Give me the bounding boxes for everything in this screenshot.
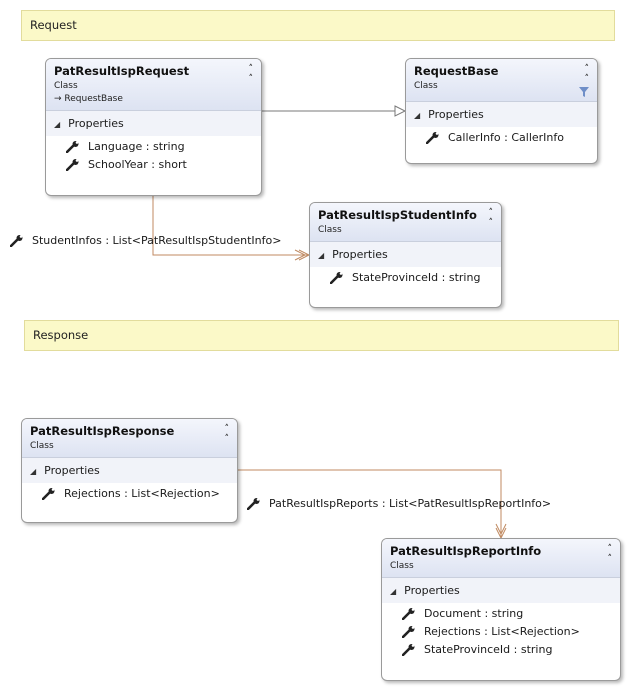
association-label-reports[interactable]: PatResultIspReports : List<PatResultIspR…	[247, 497, 551, 511]
class-name: PatResultIspRequest	[54, 64, 190, 78]
wrench-icon	[247, 498, 260, 510]
triangle-down-icon: ◢	[54, 120, 61, 129]
class-kind: Class	[414, 81, 438, 91]
properties-list: CallerInfo : CallerInfo	[406, 127, 597, 152]
class-pat-result-isp-response[interactable]: PatResultIspResponse Class ˄˄ ◢ Propertie…	[21, 418, 238, 523]
properties-list: Rejections : List<Rejection>	[22, 483, 237, 508]
property-text: SchoolYear : short	[88, 158, 187, 171]
properties-list: StateProvinceId : string	[310, 267, 501, 292]
association-text: PatResultIspReports : List<PatResultIspR…	[269, 497, 552, 510]
filter-icon[interactable]	[579, 87, 589, 97]
property-text: StateProvinceId : string	[352, 271, 481, 284]
class-header: PatResultIspResponse Class ˄˄	[22, 419, 237, 457]
inheritance-arrowhead	[394, 105, 407, 117]
wrench-icon	[42, 488, 55, 500]
section-label: Properties	[428, 108, 484, 121]
comment-request-text: Request	[30, 18, 77, 32]
triangle-down-icon: ◢	[414, 111, 421, 120]
class-base-type: → RequestBase	[54, 94, 253, 104]
properties-section-header[interactable]: ◢ Properties	[46, 110, 261, 136]
section-label: Properties	[404, 584, 460, 597]
properties-list: Language : string SchoolYear : short	[46, 136, 261, 179]
collapse-chevrons-icon[interactable]: ˄˄	[248, 64, 254, 84]
base-type-name: RequestBase	[64, 94, 123, 104]
property-row[interactable]: Language : string	[46, 138, 261, 156]
property-text: Language : string	[88, 140, 185, 153]
wrench-icon	[402, 626, 415, 638]
collapse-chevrons-icon[interactable]: ˄˄	[584, 64, 590, 84]
section-label: Properties	[332, 248, 388, 261]
comment-response[interactable]: Response	[24, 320, 619, 351]
class-header: PatResultIspReportInfo Class ˄˄	[382, 539, 620, 577]
class-kind: Class	[54, 81, 78, 91]
class-kind: Class	[30, 441, 54, 451]
association-line-student-infos	[152, 196, 309, 256]
property-row[interactable]: Document : string	[382, 605, 620, 623]
property-text: Rejections : List<Rejection>	[64, 487, 220, 500]
collapse-chevrons-icon[interactable]: ˄˄	[607, 544, 613, 564]
property-row[interactable]: StateProvinceId : string	[382, 641, 620, 659]
property-text: StateProvinceId : string	[424, 643, 553, 656]
triangle-down-icon: ◢	[390, 587, 397, 596]
class-kind: Class	[390, 561, 414, 571]
section-label: Properties	[44, 464, 100, 477]
collapse-chevrons-icon[interactable]: ˄˄	[224, 424, 230, 444]
class-header: PatResultIspStudentInfo Class ˄˄	[310, 203, 501, 241]
wrench-icon	[426, 132, 439, 144]
collapse-chevrons-icon[interactable]: ˄˄	[488, 208, 494, 228]
triangle-down-icon: ◢	[30, 467, 37, 476]
triangle-down-icon: ◢	[318, 251, 325, 260]
properties-section-header[interactable]: ◢ Properties	[382, 577, 620, 603]
comment-response-text: Response	[33, 328, 89, 342]
properties-section-header[interactable]: ◢ Properties	[406, 101, 597, 127]
association-line-reports	[238, 469, 502, 538]
association-label-student-infos[interactable]: StudentInfos : List<PatResultIspStudentI…	[10, 234, 281, 248]
wrench-icon	[66, 159, 79, 171]
property-text: Rejections : List<Rejection>	[424, 625, 580, 638]
section-label: Properties	[68, 117, 124, 130]
wrench-icon	[66, 141, 79, 153]
class-request-base[interactable]: RequestBase Class ˄˄ ◢ Properties CallerI…	[405, 58, 598, 164]
property-text: Document : string	[424, 607, 524, 620]
class-name: PatResultIspResponse	[30, 424, 175, 438]
class-name: PatResultIspStudentInfo	[318, 208, 477, 222]
comment-request[interactable]: Request	[21, 10, 615, 41]
class-header: PatResultIspRequest Class → RequestBase …	[46, 59, 261, 110]
properties-section-header[interactable]: ◢ Properties	[310, 241, 501, 267]
class-pat-result-isp-student-info[interactable]: PatResultIspStudentInfo Class ˄˄ ◢ Proper…	[309, 202, 502, 308]
property-text: CallerInfo : CallerInfo	[448, 131, 564, 144]
class-pat-result-isp-request[interactable]: PatResultIspRequest Class → RequestBase …	[45, 58, 262, 196]
association-arrowhead-student-infos-2	[294, 249, 307, 261]
wrench-icon	[402, 644, 415, 656]
property-row[interactable]: CallerInfo : CallerInfo	[406, 129, 597, 147]
association-arrowhead-reports-2	[495, 523, 507, 536]
class-name: RequestBase	[414, 64, 499, 78]
inherit-arrow-icon: →	[54, 94, 62, 104]
property-row[interactable]: Rejections : List<Rejection>	[382, 623, 620, 641]
class-header: RequestBase Class ˄˄	[406, 59, 597, 101]
property-row[interactable]: SchoolYear : short	[46, 156, 261, 174]
properties-section-header[interactable]: ◢ Properties	[22, 457, 237, 483]
wrench-icon	[330, 272, 343, 284]
wrench-icon	[10, 235, 23, 247]
association-text: StudentInfos : List<PatResultIspStudentI…	[32, 234, 282, 247]
properties-list: Document : string Rejections : List<Reje…	[382, 603, 620, 664]
class-name: PatResultIspReportInfo	[390, 544, 542, 558]
class-kind: Class	[318, 225, 342, 235]
property-row[interactable]: StateProvinceId : string	[310, 269, 501, 287]
property-row[interactable]: Rejections : List<Rejection>	[22, 485, 237, 503]
class-pat-result-isp-report-info[interactable]: PatResultIspReportInfo Class ˄˄ ◢ Propert…	[381, 538, 621, 681]
wrench-icon	[402, 608, 415, 620]
